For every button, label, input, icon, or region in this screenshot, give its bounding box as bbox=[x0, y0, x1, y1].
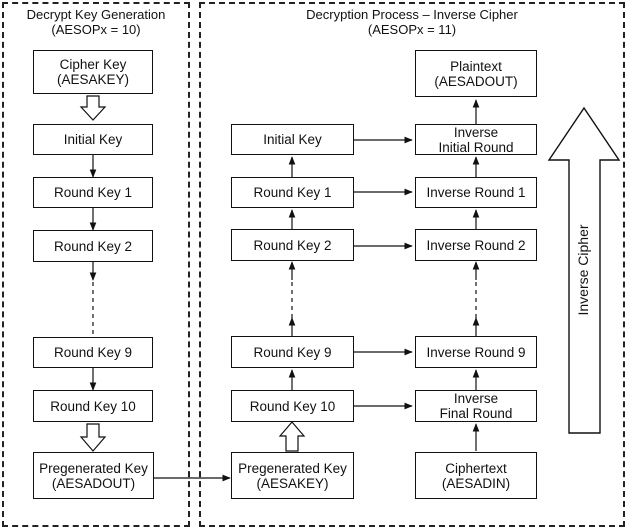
right-round-key-10-box: Round Key 10 bbox=[231, 390, 354, 422]
cipher-key-box: Cipher Key (AESAKEY) bbox=[33, 50, 153, 94]
inverse-round-1-box: Inverse Round 1 bbox=[415, 177, 537, 208]
right-panel-title-text: Decryption Process – Inverse Cipher bbox=[306, 7, 518, 22]
left-round-key-10-box: Round Key 10 bbox=[33, 390, 153, 422]
right-round-key-1-box: Round Key 1 bbox=[231, 177, 354, 208]
left-panel-title-text: Decrypt Key Generation bbox=[26, 7, 166, 22]
left-initial-key-label: Initial Key bbox=[63, 132, 123, 147]
left-pregenerated-key-box: Pregenerated Key (AESADOUT) bbox=[33, 452, 154, 499]
inverse-cipher-label: Inverse Cipher bbox=[575, 224, 591, 316]
right-round-key-9-label: Round Key 9 bbox=[253, 344, 332, 360]
left-pregenerated-key-register: (AESADOUT) bbox=[51, 475, 136, 491]
right-round-key-2-label: Round Key 2 bbox=[253, 237, 332, 253]
inverse-final-round-box: Inverse Final Round bbox=[415, 390, 537, 422]
right-panel-title: Decryption Process – Inverse Cipher (AES… bbox=[199, 7, 625, 37]
right-round-key-1-label: Round Key 1 bbox=[253, 185, 332, 200]
left-panel-title: Decrypt Key Generation (AESOPx = 10) bbox=[2, 7, 190, 37]
plaintext-box: Plaintext (AESADOUT) bbox=[415, 50, 537, 97]
ciphertext-label: Ciphertext bbox=[445, 460, 507, 476]
right-pregenerated-key-register: (AESAKEY) bbox=[256, 475, 329, 491]
inverse-initial-round-line-2: Initial Round bbox=[438, 139, 514, 155]
inverse-initial-round-box: Inverse Initial Round bbox=[415, 124, 537, 155]
right-initial-key-box: Initial Key bbox=[231, 124, 354, 155]
left-round-key-1-box: Round Key 1 bbox=[33, 177, 153, 208]
inverse-final-round-line-1: Inverse bbox=[453, 391, 499, 406]
inverse-round-2-box: Inverse Round 2 bbox=[415, 229, 537, 261]
left-round-key-2-label: Round Key 2 bbox=[53, 238, 133, 254]
right-pregenerated-key-box: Pregenerated Key (AESAKEY) bbox=[231, 452, 354, 499]
inverse-round-1-label: Inverse Round 1 bbox=[426, 185, 526, 200]
inverse-final-round-line-2: Final Round bbox=[439, 406, 513, 421]
left-round-key-2-box: Round Key 2 bbox=[33, 230, 153, 262]
big-inverse-cipher-arrow bbox=[547, 106, 621, 434]
right-round-key-10-label: Round Key 10 bbox=[249, 398, 336, 414]
right-round-key-2-box: Round Key 2 bbox=[231, 229, 354, 261]
ciphertext-register: (AESADIN) bbox=[441, 475, 511, 491]
inverse-initial-round-line-1: Inverse bbox=[453, 124, 499, 140]
right-initial-key-label: Initial Key bbox=[263, 132, 322, 147]
right-panel-subtitle: (AESOPx = 11) bbox=[367, 22, 457, 37]
left-round-key-10-label: Round Key 10 bbox=[50, 398, 136, 414]
hollow-arrow-left-top bbox=[79, 95, 107, 121]
left-round-key-9-label: Round Key 9 bbox=[53, 345, 133, 360]
hollow-arrow-left-bottom bbox=[79, 423, 107, 452]
cipher-key-label: Cipher Key bbox=[59, 57, 127, 72]
inverse-round-9-label: Inverse Round 9 bbox=[426, 344, 526, 360]
right-pregenerated-key-label: Pregenerated Key bbox=[238, 460, 347, 476]
left-pregenerated-key-label: Pregenerated Key bbox=[39, 460, 148, 476]
ciphertext-box: Ciphertext (AESADIN) bbox=[415, 452, 537, 499]
cipher-key-register: (AESAKEY) bbox=[56, 72, 130, 87]
inverse-round-9-box: Inverse Round 9 bbox=[415, 336, 537, 368]
left-panel-subtitle: (AESOPx = 10) bbox=[51, 22, 141, 37]
plaintext-label: Plaintext bbox=[450, 58, 502, 74]
right-round-key-9-box: Round Key 9 bbox=[231, 336, 354, 368]
decrypt-key-generation-panel bbox=[2, 2, 190, 527]
hollow-arrow-right-keys bbox=[278, 421, 306, 452]
left-round-key-9-box: Round Key 9 bbox=[33, 337, 153, 368]
left-initial-key-box: Initial Key bbox=[33, 124, 153, 155]
plaintext-register: (AESADOUT) bbox=[434, 73, 518, 89]
left-round-key-1-label: Round Key 1 bbox=[53, 185, 133, 200]
decryption-process-panel bbox=[199, 2, 625, 527]
inverse-round-2-label: Inverse Round 2 bbox=[426, 237, 526, 253]
